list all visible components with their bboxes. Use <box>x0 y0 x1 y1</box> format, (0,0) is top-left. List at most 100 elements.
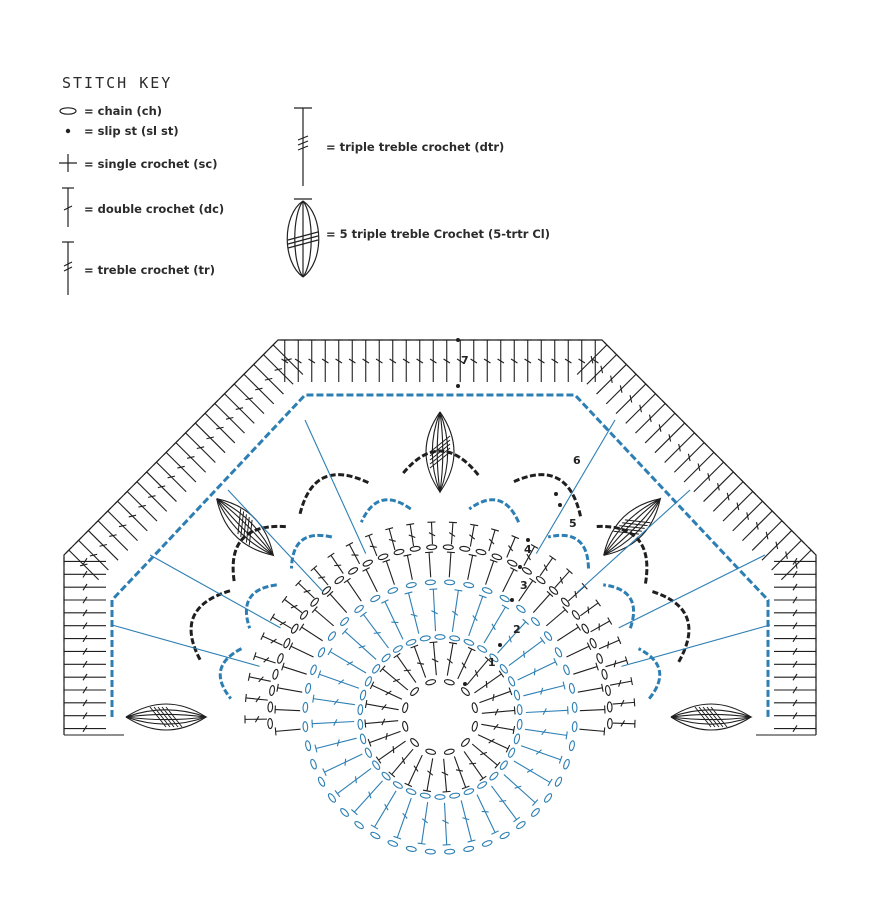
stitch-top <box>546 590 554 598</box>
stitch <box>612 722 635 725</box>
stitch-top <box>446 551 455 554</box>
stitch-top <box>624 656 629 665</box>
stitch-top <box>461 785 470 790</box>
border-stitch-bar <box>537 358 545 364</box>
stitch-top <box>367 738 372 747</box>
stitch-bar <box>408 534 416 539</box>
chain-stitch <box>535 575 546 585</box>
border-stitch-bar <box>619 385 623 393</box>
stitch-bar <box>427 770 434 776</box>
stitch-top <box>617 636 622 645</box>
border-stitch-bar <box>510 358 518 364</box>
chain-stitch <box>372 664 381 674</box>
stitch-top <box>298 623 305 631</box>
stitch-top <box>364 719 367 728</box>
chain-stitch <box>571 721 578 733</box>
stitch <box>353 780 383 813</box>
blue-chain-loop <box>290 533 333 569</box>
stitch-top <box>491 528 500 532</box>
round-number-3: 3 <box>520 579 528 592</box>
stitch-bar <box>401 757 406 765</box>
stitch-top <box>575 623 582 631</box>
chain-stitch <box>392 781 403 789</box>
round-number-1: 1 <box>488 656 496 669</box>
chain-stitch <box>393 548 405 556</box>
chain-stitch <box>410 687 419 696</box>
border-stitch-bar <box>82 596 88 604</box>
stitch-top <box>633 698 636 707</box>
stitch <box>448 552 452 578</box>
stitch <box>579 728 605 732</box>
dark-chain-loop <box>231 524 286 584</box>
stitch-top <box>311 606 318 614</box>
stitch <box>506 536 516 558</box>
border-stitch-bar <box>687 453 691 462</box>
stitch-top <box>586 642 592 651</box>
stitch-bar <box>254 715 260 723</box>
border-stitch-bar <box>186 456 195 459</box>
chain-stitch <box>516 604 526 613</box>
chain-stitch <box>461 687 470 696</box>
border-stitch-bar <box>196 446 205 450</box>
stitch <box>365 569 378 593</box>
stitch-bar <box>338 679 345 685</box>
stitch <box>491 785 518 820</box>
chain-stitch <box>357 704 364 716</box>
stitch <box>450 522 454 545</box>
chain-stitch <box>471 720 478 732</box>
stitch-top <box>417 842 426 845</box>
chain-stitch <box>302 721 309 733</box>
chain-stitch <box>471 702 478 714</box>
border-stitch-bar <box>321 358 329 364</box>
border-stitch-bar <box>792 557 798 565</box>
stitch-key-symbols <box>59 107 320 295</box>
border-stitch-bar <box>235 407 244 410</box>
stitch-bar <box>392 746 395 754</box>
stitch-bar <box>369 545 377 548</box>
stitch-top <box>595 662 599 671</box>
chain-stitch <box>513 689 521 701</box>
border-stitch-bar <box>578 358 586 364</box>
stitch-bar <box>540 687 544 695</box>
stitch-top <box>281 662 285 671</box>
stitch-top <box>603 727 606 736</box>
slip-stitch <box>510 598 514 602</box>
border-stitch-bar <box>118 524 127 528</box>
stitch <box>432 589 437 632</box>
border-stitch-bar <box>497 358 505 364</box>
chain-stitch <box>568 740 575 752</box>
chain-stitch <box>267 717 273 730</box>
stitch <box>371 684 403 700</box>
stitch <box>577 687 603 693</box>
stitch <box>488 529 496 552</box>
chain-stitch <box>475 548 487 556</box>
slip-stitch <box>463 682 467 686</box>
stitch-bar <box>526 553 531 561</box>
border-stitch-bar <box>264 377 273 381</box>
chain-stitch <box>377 553 389 561</box>
chain-stitch <box>489 653 499 663</box>
slip-stitch-icon <box>65 128 71 134</box>
border-stitch-bar <box>629 394 633 403</box>
stitch-bar <box>263 657 270 663</box>
chain-stitch <box>424 848 436 855</box>
stitch-bar <box>541 728 547 736</box>
stitch-top <box>404 591 413 595</box>
border-stitch-bar <box>82 660 88 668</box>
stitch-top <box>269 613 276 621</box>
stitch-top <box>532 799 539 806</box>
blue-spoke <box>577 489 691 593</box>
key-label-double-crochet: = double crochet (dc) <box>84 202 225 216</box>
border-stitch-bar <box>792 635 798 643</box>
border-stitch-bar <box>470 358 478 364</box>
stitch-bar <box>492 694 495 702</box>
stitch-top <box>422 789 432 793</box>
dark-chain-loop <box>298 473 370 517</box>
stitch-top <box>468 553 477 557</box>
stitch <box>497 621 527 654</box>
chain-stitch <box>364 676 372 687</box>
stitch-top <box>553 658 558 666</box>
chain-stitch <box>499 831 510 840</box>
stitch-top <box>375 756 382 764</box>
